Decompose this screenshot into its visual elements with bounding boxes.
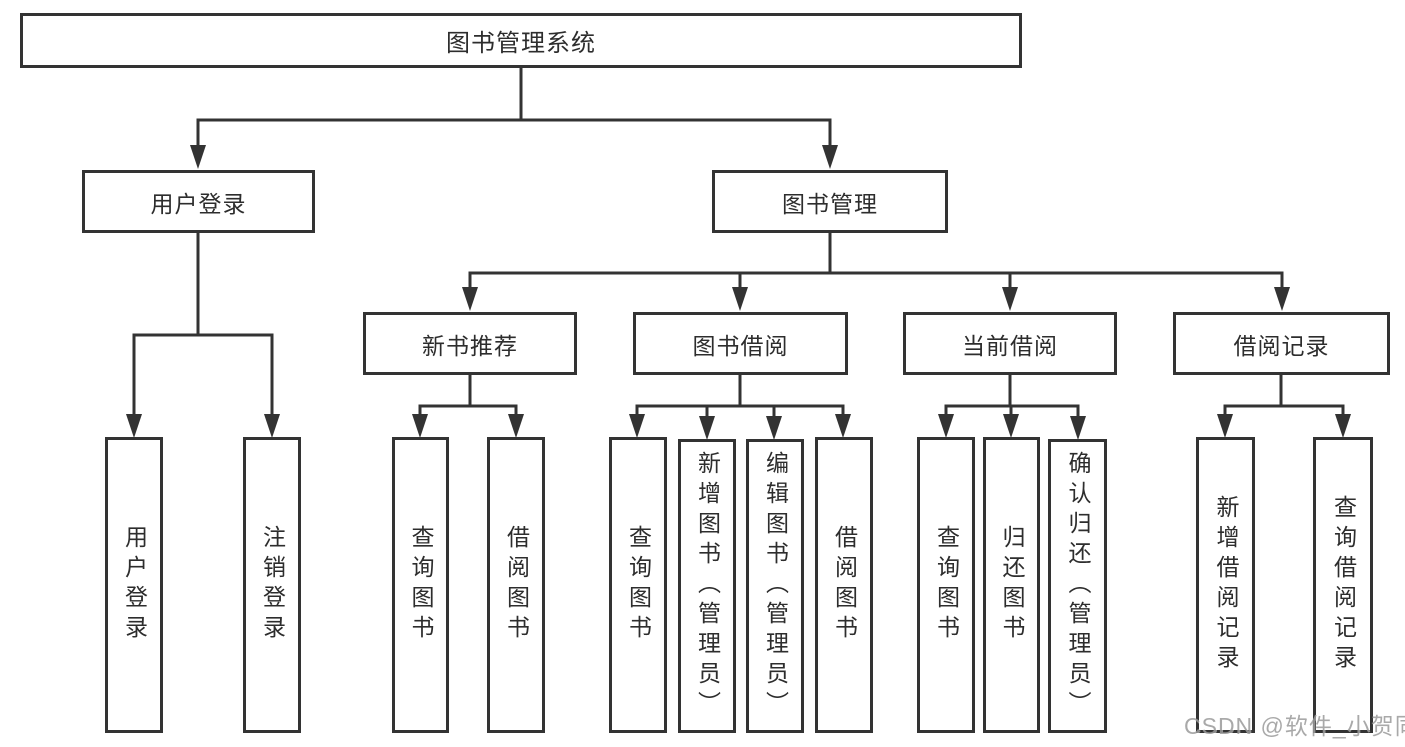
node-new-book-recommendation: 新书推荐 bbox=[363, 312, 577, 375]
leaf-query-books-current: 查询图书 bbox=[917, 437, 975, 733]
node-label: 当前借阅 bbox=[962, 332, 1058, 359]
node-label: 新书推荐 bbox=[422, 332, 518, 359]
leaf-add-books-admin: 新增图书（管理员） bbox=[678, 439, 736, 733]
arrowhead-group bbox=[126, 145, 1351, 440]
node-label: 用户登录 bbox=[121, 525, 148, 645]
node-borrowing-records: 借阅记录 bbox=[1173, 312, 1390, 375]
node-label: 借阅图书 bbox=[503, 525, 530, 645]
node-label: 图书管理 bbox=[782, 190, 878, 217]
connector-stroke-group bbox=[132, 68, 1345, 419]
leaf-logout: 注销登录 bbox=[243, 437, 301, 733]
csdn-watermark: CSDN @软件_小贺同学 bbox=[1184, 713, 1405, 739]
leaf-borrow-books-recommend: 借阅图书 bbox=[487, 437, 545, 733]
node-book-borrowing: 图书借阅 bbox=[633, 312, 848, 375]
node-library-management-system: 图书管理系统 bbox=[20, 13, 1022, 68]
leaf-query-books-recommend: 查询图书 bbox=[392, 437, 449, 733]
node-label: 用户登录 bbox=[150, 190, 247, 217]
node-label: 图书借阅 bbox=[692, 332, 789, 359]
node-label: 查询图书 bbox=[933, 525, 960, 645]
node-label: 注销登录 bbox=[259, 525, 286, 645]
node-label: 查询图书 bbox=[625, 525, 652, 645]
leaf-query-borrow-record: 查询借阅记录 bbox=[1313, 437, 1373, 733]
node-label: 新增借阅记录 bbox=[1213, 495, 1239, 675]
node-label: 查询借阅记录 bbox=[1330, 495, 1357, 675]
node-label: 编辑图书（管理员） bbox=[762, 451, 789, 721]
node-book-management: 图书管理 bbox=[712, 170, 948, 233]
leaf-query-books-borrow: 查询图书 bbox=[609, 437, 667, 733]
node-label: 归还图书 bbox=[999, 525, 1025, 645]
leaf-user-login: 用户登录 bbox=[105, 437, 163, 733]
node-label: 借阅记录 bbox=[1233, 332, 1330, 359]
node-label: 查询图书 bbox=[408, 525, 434, 645]
node-label: 图书管理系统 bbox=[446, 30, 596, 57]
leaf-add-borrow-record: 新增借阅记录 bbox=[1196, 437, 1255, 733]
node-label: 借阅图书 bbox=[831, 525, 858, 645]
leaf-confirm-return-admin: 确认归还（管理员） bbox=[1048, 439, 1107, 733]
node-label: 新增图书（管理员） bbox=[694, 451, 721, 721]
leaf-edit-books-admin: 编辑图书（管理员） bbox=[746, 439, 804, 733]
node-label: 确认归还（管理员） bbox=[1065, 451, 1091, 721]
leaf-return-books: 归还图书 bbox=[983, 437, 1040, 733]
node-user-login: 用户登录 bbox=[82, 170, 315, 233]
node-current-borrowing: 当前借阅 bbox=[903, 312, 1117, 375]
leaf-borrow-books: 借阅图书 bbox=[815, 437, 873, 733]
